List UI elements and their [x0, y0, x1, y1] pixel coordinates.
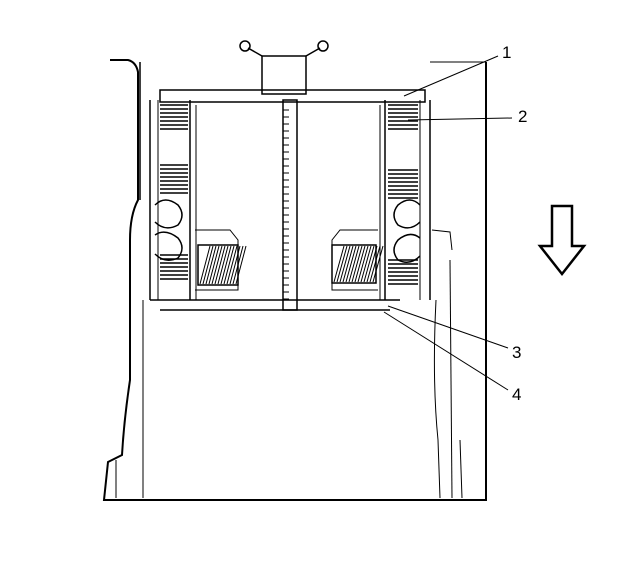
drawing-line: [348, 245, 360, 283]
drawing-line: [336, 245, 348, 283]
drawing-line: [226, 245, 238, 285]
left-clutch-pack: [149, 100, 239, 300]
drawing-line: [339, 245, 351, 283]
drawing-line: [351, 245, 363, 283]
drawing-line: [223, 245, 235, 285]
drawing-line: [372, 245, 384, 283]
drawing-line: [345, 245, 357, 283]
drawing-line: [357, 245, 369, 283]
drawing-line: [235, 245, 247, 285]
leader-line-1: [403, 55, 499, 97]
drawing-line: [333, 245, 345, 283]
outer-housing: [102, 59, 487, 501]
bottom-plate: [150, 299, 400, 311]
leader-line-3: [387, 305, 509, 349]
right-gear-block: [331, 244, 384, 284]
drawing-line: [217, 245, 229, 285]
leader-line-4: [383, 311, 509, 391]
drawing-line: [229, 245, 241, 285]
drawing-line: [214, 245, 226, 285]
drawing-line: [342, 245, 354, 283]
drawing-line: [354, 245, 366, 283]
drawing-line: [366, 245, 378, 283]
callout-labels: 1 2 3 4: [502, 43, 527, 404]
callout-1: 1: [502, 43, 511, 62]
central-shaft: [282, 99, 298, 311]
drawing-line: [232, 245, 244, 285]
drawing-line: [205, 245, 217, 285]
top-clamp: [159, 40, 426, 103]
left-gear-block: [197, 244, 247, 286]
leader-line-2: [407, 117, 513, 121]
drawing-line: [220, 245, 232, 285]
leader-lines: [383, 55, 513, 391]
callout-3: 3: [512, 343, 521, 362]
drawing-line: [202, 245, 214, 285]
drawing-line: [211, 245, 223, 285]
right-clutch-pack: [331, 100, 453, 300]
callout-2: 2: [518, 107, 527, 126]
drawing-line: [199, 245, 211, 285]
drawing-line: [360, 245, 372, 283]
down-arrow-icon: [537, 204, 587, 277]
callout-4: 4: [512, 385, 521, 404]
drawing-line: [369, 245, 381, 283]
drawing-line: [363, 245, 375, 283]
drawing-line: [208, 245, 220, 285]
